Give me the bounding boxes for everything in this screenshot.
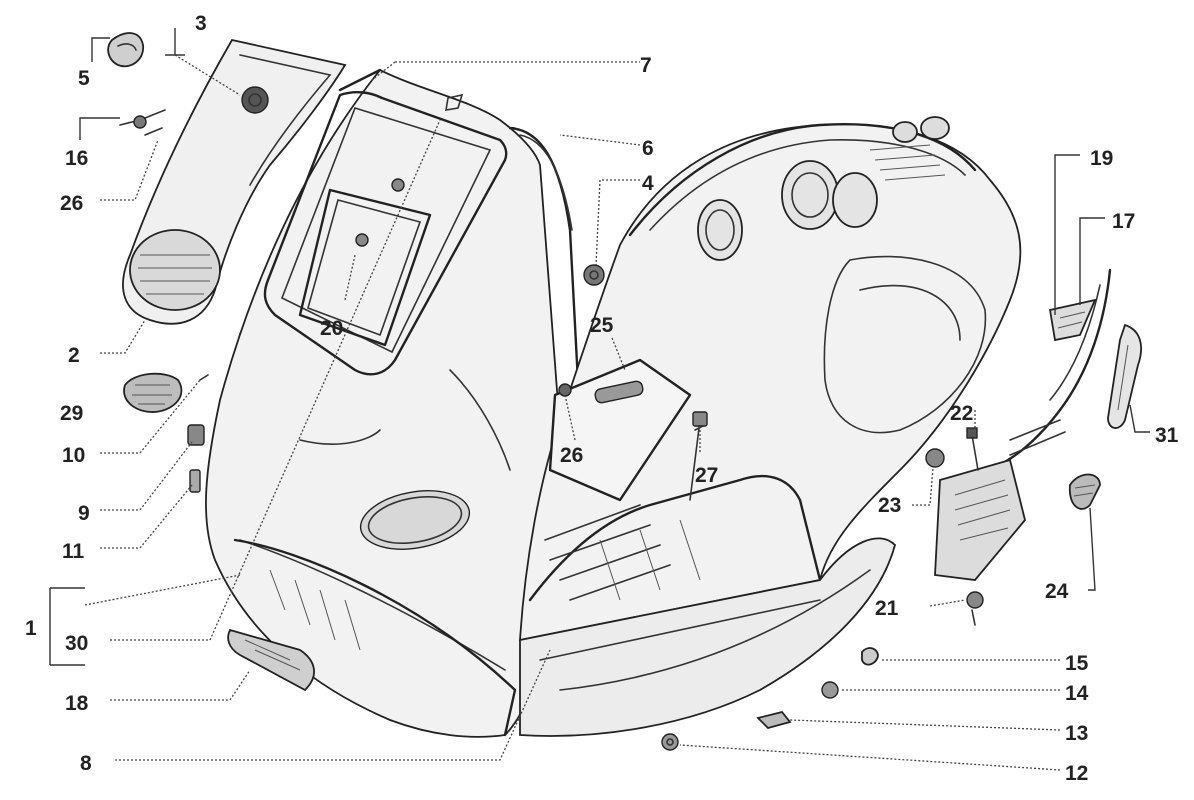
part-20-markers — [355, 93, 464, 247]
part-29-plug — [123, 372, 183, 413]
callout-labels: 5 3 16 26 2 29 10 9 11 1 30 18 8 7 6 4 2… — [25, 12, 1179, 785]
callout-24: 24 — [1045, 580, 1069, 603]
part-23-nut — [925, 448, 945, 468]
callout-18: 18 — [65, 692, 89, 715]
callout-8: 8 — [80, 752, 92, 775]
callout-25: 25 — [590, 314, 614, 337]
edge-trim-7 — [338, 68, 382, 92]
callout-27: 27 — [695, 464, 718, 487]
callout-12: 12 — [1065, 762, 1088, 785]
front-shield — [205, 68, 563, 738]
horn-cover — [122, 38, 347, 325]
callout-20: 20 — [320, 317, 343, 340]
callout-11: 11 — [62, 540, 85, 563]
callout-16: 16 — [65, 147, 88, 170]
callout-10: 10 — [62, 444, 85, 467]
glove-box-lid-25 — [548, 358, 692, 502]
callout-13: 13 — [1065, 722, 1088, 745]
trim-strip-31 — [1107, 323, 1142, 429]
callout-1: 1 — [25, 617, 37, 640]
callout-3: 3 — [195, 12, 207, 35]
callout-26-right: 26 — [560, 444, 583, 467]
callout-19: 19 — [1090, 147, 1113, 170]
callout-9: 9 — [78, 502, 90, 525]
callout-6: 6 — [642, 137, 654, 160]
callout-26-left: 26 — [60, 192, 83, 215]
callout-29: 29 — [60, 402, 83, 425]
bracket-21 — [934, 419, 1066, 626]
part-18-trim — [227, 628, 315, 692]
callout-22: 22 — [950, 402, 973, 425]
part-4-grommet — [583, 264, 605, 286]
leader-lines — [49, 28, 1150, 771]
parts-13-14-15 — [756, 647, 879, 730]
callout-5: 5 — [78, 67, 90, 90]
part-12-grommet — [661, 733, 679, 751]
callout-31: 31 — [1155, 424, 1179, 447]
callout-4: 4 — [642, 172, 654, 195]
callout-21: 21 — [875, 597, 899, 620]
parts-9-10-11 — [187, 374, 209, 493]
part-22-bolt — [966, 427, 979, 471]
part-24-reflector — [1068, 473, 1101, 510]
callout-7: 7 — [640, 54, 652, 77]
callout-23: 23 — [878, 494, 901, 517]
part-5-clip — [107, 32, 144, 68]
callout-14: 14 — [1065, 682, 1089, 705]
callout-15: 15 — [1065, 652, 1089, 675]
leg-shield-body — [519, 116, 1022, 737]
part-16-screw — [119, 109, 166, 136]
callout-2: 2 — [68, 344, 80, 367]
callout-17: 17 — [1112, 210, 1135, 233]
callout-30: 30 — [65, 632, 88, 655]
